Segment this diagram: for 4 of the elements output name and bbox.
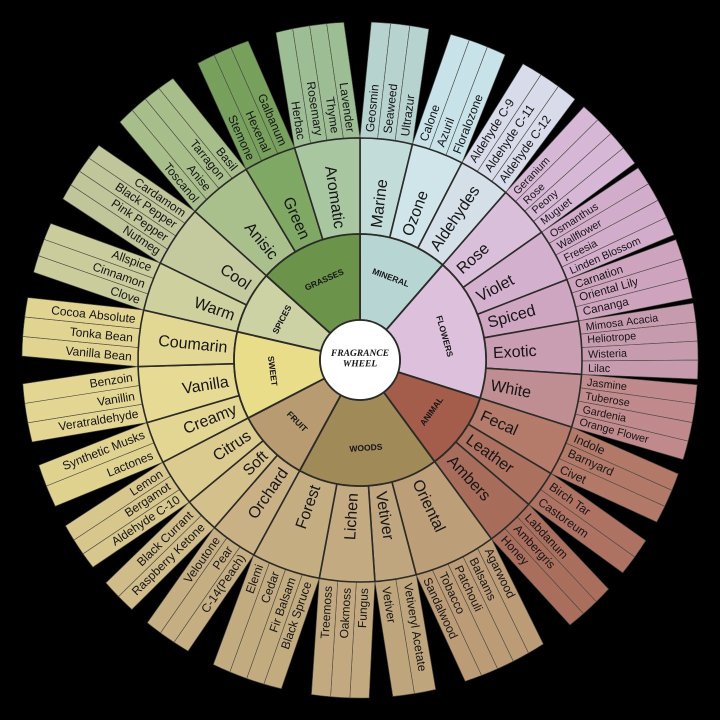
note-strip: Fungus: [350, 581, 376, 698]
center-disc: FRAGRANCE WHEEL: [319, 319, 401, 401]
note-strip: Lilac: [581, 360, 698, 380]
note-strip: Treemoss: [311, 578, 338, 698]
